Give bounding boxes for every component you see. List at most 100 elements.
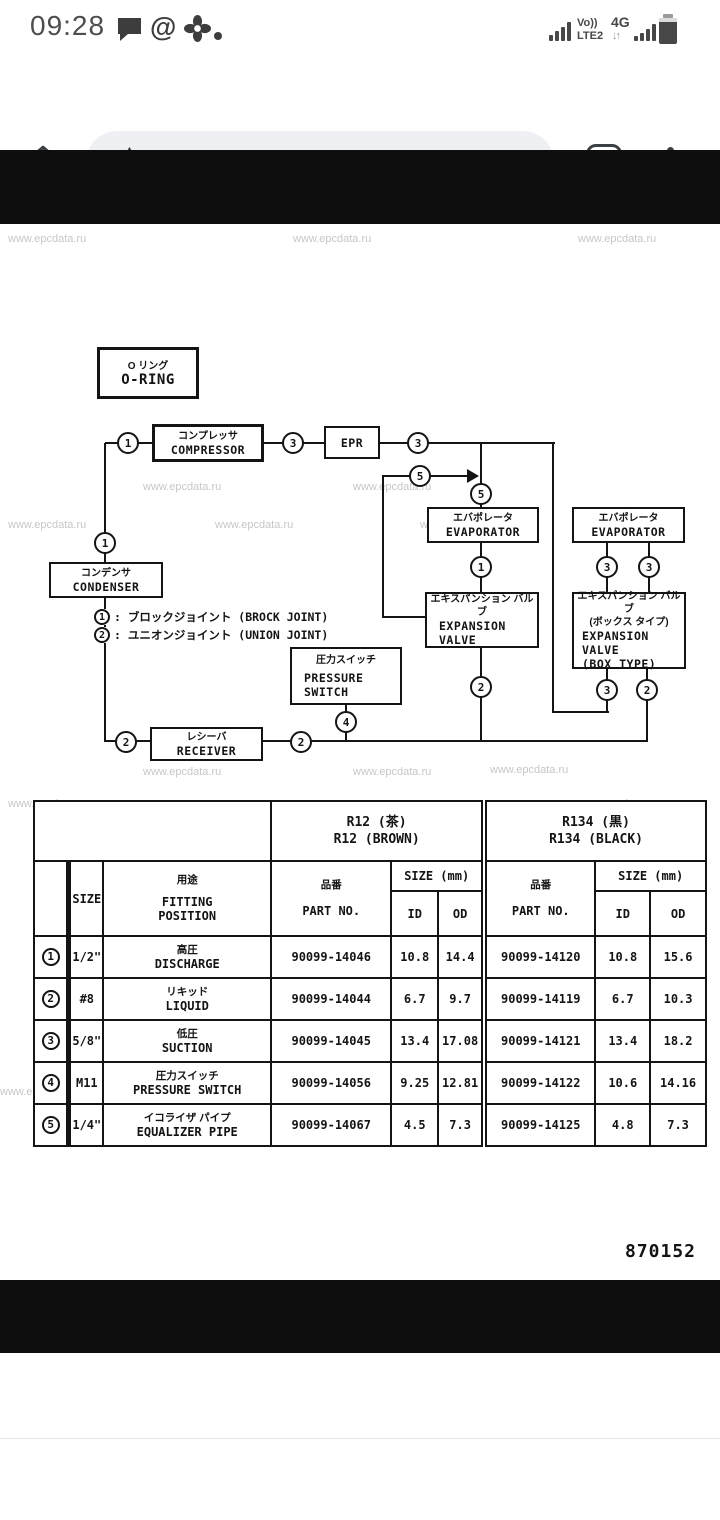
table-cell: 90099-14044 [270,977,393,1021]
diagram-line [104,443,106,566]
table-cell: 3 [33,1019,70,1063]
table-cell: 7.3 [649,1103,707,1147]
r134-part-no-header: 品番 PART NO. [481,860,597,937]
table-cell: 4.5 [390,1103,440,1147]
table-cell: 9.25 [390,1061,440,1105]
signal-strength-icon-2 [634,24,656,41]
joint-node: 1 [94,532,116,554]
fan-notification-icon [184,15,211,47]
diagram-line [552,711,609,713]
diagram-line [646,669,648,742]
table-cell: 90099-14122 [481,1061,597,1105]
expansion-valve-box-type-box: エキスパンション バルブ (ボックス タイプ) EXPANSION VALVE … [572,591,686,671]
message-notification-icon [116,15,143,48]
table-header-row: SIZE 用途 FITTING POSITION 品番 PART NO. SIZ… [33,860,707,937]
table-cell: 10.8 [390,935,440,979]
signal-strength-icon [549,22,571,41]
figure-number: 870152 [624,1241,696,1262]
browser-address-bar: toyota.epcdata.ru/img/B2/8 1 [0,60,720,193]
r134-od-header: OD [649,890,707,937]
joint-node: 5 [409,465,431,487]
joint-node: 1 [117,432,139,454]
watermark: www.epcdata.ru [8,519,87,531]
r134-size-mm-header: SIZE (mm) [594,860,707,892]
diagram-line [552,443,554,713]
table-cell: #8 [66,977,105,1021]
watermark: www.epcdata.ru [215,519,294,531]
email-notification-icon: @ [150,12,177,42]
parts-table: R12 (茶)R12 (BROWN) R134 (黒)R134 (BLACK) … [32,800,707,1147]
legend-union-joint: 2 : ユニオンジョイント (UNION JOINT) [94,627,329,643]
android-navigation-bar [0,1438,720,1520]
r12-od-header: OD [437,890,486,937]
notification-dot-icon [214,32,222,40]
expansion-valve-box: エキスパンション バルブ EXPANSION VALVE [425,592,539,648]
watermark: www.epcdata.ru [353,766,432,778]
r12-id-header: ID [390,890,440,937]
joint-node: 2 [636,679,658,701]
table-cell: 90099-14119 [481,977,597,1021]
watermark: www.epcdata.ru [8,233,87,245]
table-cell: 4.8 [594,1103,652,1147]
watermark: www.epcdata.ru [143,766,222,778]
diagram-line [480,443,482,509]
joint-node: 4 [335,711,357,733]
table-group-header-row: R12 (茶)R12 (BROWN) R134 (黒)R134 (BLACK) [32,800,707,862]
table-cell: 6.7 [594,977,652,1021]
receiver-box: レシーバ RECEIVER [150,727,263,761]
table-cell: 17.08 [437,1019,486,1063]
watermark: www.epcdata.ru [490,764,569,776]
legend-block-joint: 1 : ブロックジョイント (BROCK JOINT) [94,609,329,625]
volte-label: Vo)) [577,17,598,29]
evaporator-box: エバポレータ EVAPORATOR [427,507,539,543]
table-cell: 6.7 [390,977,440,1021]
data-arrows-icon: ↓↑ [612,30,621,42]
table-cell: 18.2 [649,1019,707,1063]
condenser-box: コンデンサ CONDENSER [49,562,163,598]
watermark: www.epcdata.ru [293,233,372,245]
table-cell: 10.6 [594,1061,652,1105]
table-cell: 15.6 [649,935,707,979]
battery-icon [658,14,678,46]
table-cell: 4 [33,1061,70,1105]
pressure-switch-box: 圧力スイッチ PRESSURE SWITCH [290,647,402,705]
table-cell: 7.3 [437,1103,486,1147]
joint-node: 5 [470,483,492,505]
table-cell: 90099-14046 [270,935,393,979]
scan-border-bottom [0,1280,720,1353]
lte-label: LTE2 [577,30,604,42]
joint-node: 3 [407,432,429,454]
watermark: www.epcdata.ru [143,481,222,493]
r12-part-no-header: 品番 PART NO. [270,860,393,937]
table-cell: 90099-14067 [270,1103,393,1147]
table-cell: M11 [66,1061,105,1105]
epr-box: EPR [324,426,380,459]
table-cell: 1/4" [66,1103,105,1147]
quick-access-toolbar: D D [0,1353,720,1438]
joint-node: 3 [596,556,618,578]
fitting-position-header: 用途 FITTING POSITION [102,860,273,937]
table-cell: 14.4 [437,935,486,979]
joint-node: 2 [290,731,312,753]
table-cell: 13.4 [594,1019,652,1063]
clock: 09:28 [30,10,106,41]
diagram-line [382,476,384,618]
table-cell: 5/8" [66,1019,105,1063]
joint-node: 3 [596,679,618,701]
joint-node: 3 [638,556,660,578]
status-bar: 09:28 @ Vo)) LTE2 4G ↓↑ [0,0,720,60]
table-cell: 10.3 [649,977,707,1021]
table-cell: 13.4 [390,1019,440,1063]
table-cell: 12.81 [437,1061,486,1105]
r134-header: R134 (黒)R134 (BLACK) [481,800,707,862]
r134-id-header: ID [594,890,652,937]
r12-header: R12 (茶)R12 (BROWN) [270,800,486,862]
